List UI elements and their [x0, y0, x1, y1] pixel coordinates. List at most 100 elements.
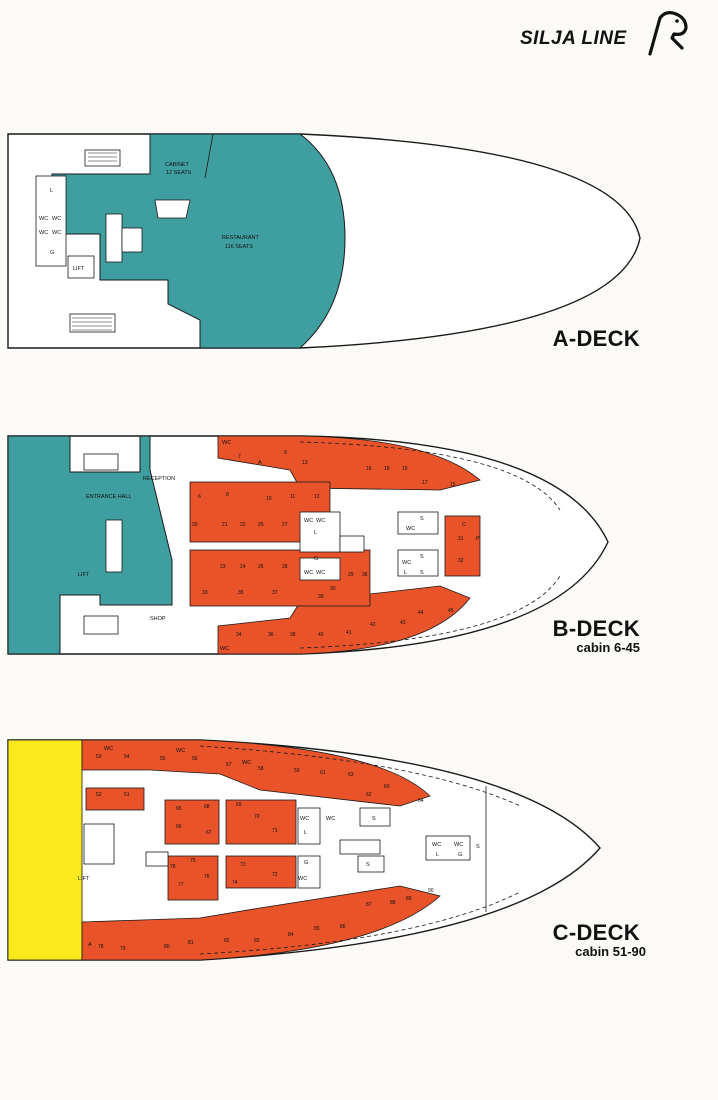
- c-deck-s-label-1: S: [372, 816, 376, 822]
- b-cab-42: 42: [370, 622, 376, 628]
- c-cab-90: 90: [428, 888, 434, 894]
- a-deck-wc-label-2: WC: [52, 216, 61, 222]
- c-cab-61: 61: [320, 770, 326, 776]
- b-cab-25: 25: [258, 522, 264, 528]
- c-cab-78b: 78: [170, 864, 176, 870]
- b-cab-45: 45: [448, 608, 454, 614]
- b-cab-26: 26: [258, 564, 264, 570]
- c-cab-57: 57: [226, 762, 232, 768]
- b-deck-wc-label-7: WC: [222, 440, 231, 446]
- c-cab-84: 84: [288, 932, 294, 938]
- c-deck-l-label-2: L: [436, 852, 439, 858]
- b-deck-entrance-hall-label: ENTRANCE HALL: [86, 494, 132, 500]
- b-deck-subtitle: cabin 6-45: [576, 640, 640, 655]
- c-cab-71: 71: [272, 828, 278, 834]
- b-deck-cabins-top-band: [217, 435, 481, 491]
- b-cab-43: 43: [400, 620, 406, 626]
- b-cab-12: 12: [314, 494, 320, 500]
- b-deck-wc-label-1: WC: [304, 518, 313, 524]
- b-deck-l-label-2: L: [404, 570, 407, 576]
- a-deck-wc-label-1: WC: [39, 216, 48, 222]
- a-deck-l-label: L: [50, 188, 53, 194]
- b-deck-wc-label-6: WC: [402, 560, 411, 566]
- c-deck-wc-label-4: WC: [300, 816, 309, 822]
- c-cab-64: 64: [418, 798, 424, 804]
- b-deck-s-label-2: S: [420, 554, 424, 560]
- c-cab-89: 89: [406, 896, 412, 902]
- c-cab-82: 82: [224, 938, 230, 944]
- a-deck-lift-label: LIFT: [73, 266, 85, 272]
- b-cab-22: 22: [240, 522, 246, 528]
- b-cab-28: 28: [282, 564, 288, 570]
- c-deck-wc-label-1: WC: [104, 746, 113, 752]
- b-deck-s-label-1: S: [420, 516, 424, 522]
- c-cab-75: 75: [190, 858, 196, 864]
- b-cab-10: 10: [266, 496, 272, 502]
- c-deck-wc-label-7: WC: [432, 842, 441, 848]
- c-cab-76: 76: [204, 874, 210, 880]
- b-cab-37: 37: [272, 590, 278, 596]
- b-cab-20: 20: [192, 522, 198, 528]
- c-cab-79: 79: [120, 946, 126, 952]
- b-cab-40: 40: [318, 632, 324, 638]
- c-cab-52: 52: [96, 792, 102, 798]
- c-cab-83: 83: [254, 938, 260, 944]
- b-deck-wc-label-8: WC: [220, 646, 229, 652]
- c-cab-54: 54: [124, 754, 130, 760]
- c-cab-55: 55: [160, 756, 166, 762]
- c-cab-53: 53: [96, 754, 102, 760]
- b-deck-wc-label-3: WC: [304, 570, 313, 576]
- c-cab-58: 58: [258, 766, 264, 772]
- b-cab-38: 38: [290, 632, 296, 638]
- c-deck-hull: [7, 739, 601, 961]
- seal-logo-icon: [648, 11, 688, 56]
- c-cab-60: 60: [384, 784, 390, 790]
- c-cab-78: 78: [98, 944, 104, 950]
- b-deck-l-label-1: L: [314, 530, 317, 536]
- c-cab-77: 77: [178, 882, 184, 888]
- c-deck-cabin-block-1: [85, 787, 145, 811]
- c-deck-g-label-2: G: [458, 852, 462, 858]
- b-deck-g-label: G: [314, 556, 318, 562]
- c-deck-cabins-bottom-band: [81, 885, 441, 961]
- b-cab-34: 34: [236, 632, 242, 638]
- b-deck-p-label: P: [476, 536, 480, 542]
- c-cab-74: 74: [232, 880, 238, 886]
- b-deck-shop-label: SHOP: [150, 616, 166, 622]
- a-deck-restaurant-label: RESTAURANT: [222, 235, 260, 241]
- c-deck-cabin-block-4: [167, 855, 219, 901]
- c-cab-59: 59: [294, 768, 300, 774]
- a-deck-cabinet-label: CABINET: [165, 162, 189, 168]
- b-deck-wc-label-5: WC: [406, 526, 415, 532]
- b-cab-8: 8: [226, 492, 229, 498]
- c-cab-63: 63: [348, 772, 354, 778]
- c-cab-56: 56: [192, 756, 198, 762]
- b-deck-s-label-3: S: [420, 570, 424, 576]
- a-deck-plan: L WC WC WC WC G LIFT CABINET 12 SEATS RE…: [7, 133, 641, 349]
- b-cab-35: 35: [238, 590, 244, 596]
- b-cab-27: 27: [282, 522, 288, 528]
- c-cab-86: 86: [340, 924, 346, 930]
- c-deck-wc-label-2: WC: [176, 748, 185, 754]
- b-deck-c-label: C: [462, 522, 466, 528]
- c-deck-g-label-1: G: [304, 860, 308, 866]
- a-deck-g-label: G: [50, 250, 54, 256]
- b-cab-32: 32: [458, 558, 464, 564]
- c-deck-wc-label-3: WC: [242, 760, 251, 766]
- b-cab-31: 31: [458, 536, 464, 542]
- c-deck-a-label: A: [88, 942, 92, 948]
- c-cab-87: 87: [366, 902, 372, 908]
- b-cab-17: 17: [422, 480, 428, 486]
- c-cab-88: 88: [390, 900, 396, 906]
- b-cab-9: 9: [284, 450, 287, 456]
- c-cab-66: 66: [176, 824, 182, 830]
- b-cab-24: 24: [240, 564, 246, 570]
- b-cab-33: 33: [202, 590, 208, 596]
- a-deck-wc-label-3: WC: [39, 230, 48, 236]
- b-cab-36b: 36: [362, 572, 368, 578]
- b-cab-6: 6: [198, 494, 201, 500]
- b-deck-wc-label-4: WC: [316, 570, 325, 576]
- c-deck-s-label-3: S: [476, 844, 480, 850]
- c-deck-cabins-top-band: [81, 739, 431, 807]
- c-deck-wc-label-5: WC: [326, 816, 335, 822]
